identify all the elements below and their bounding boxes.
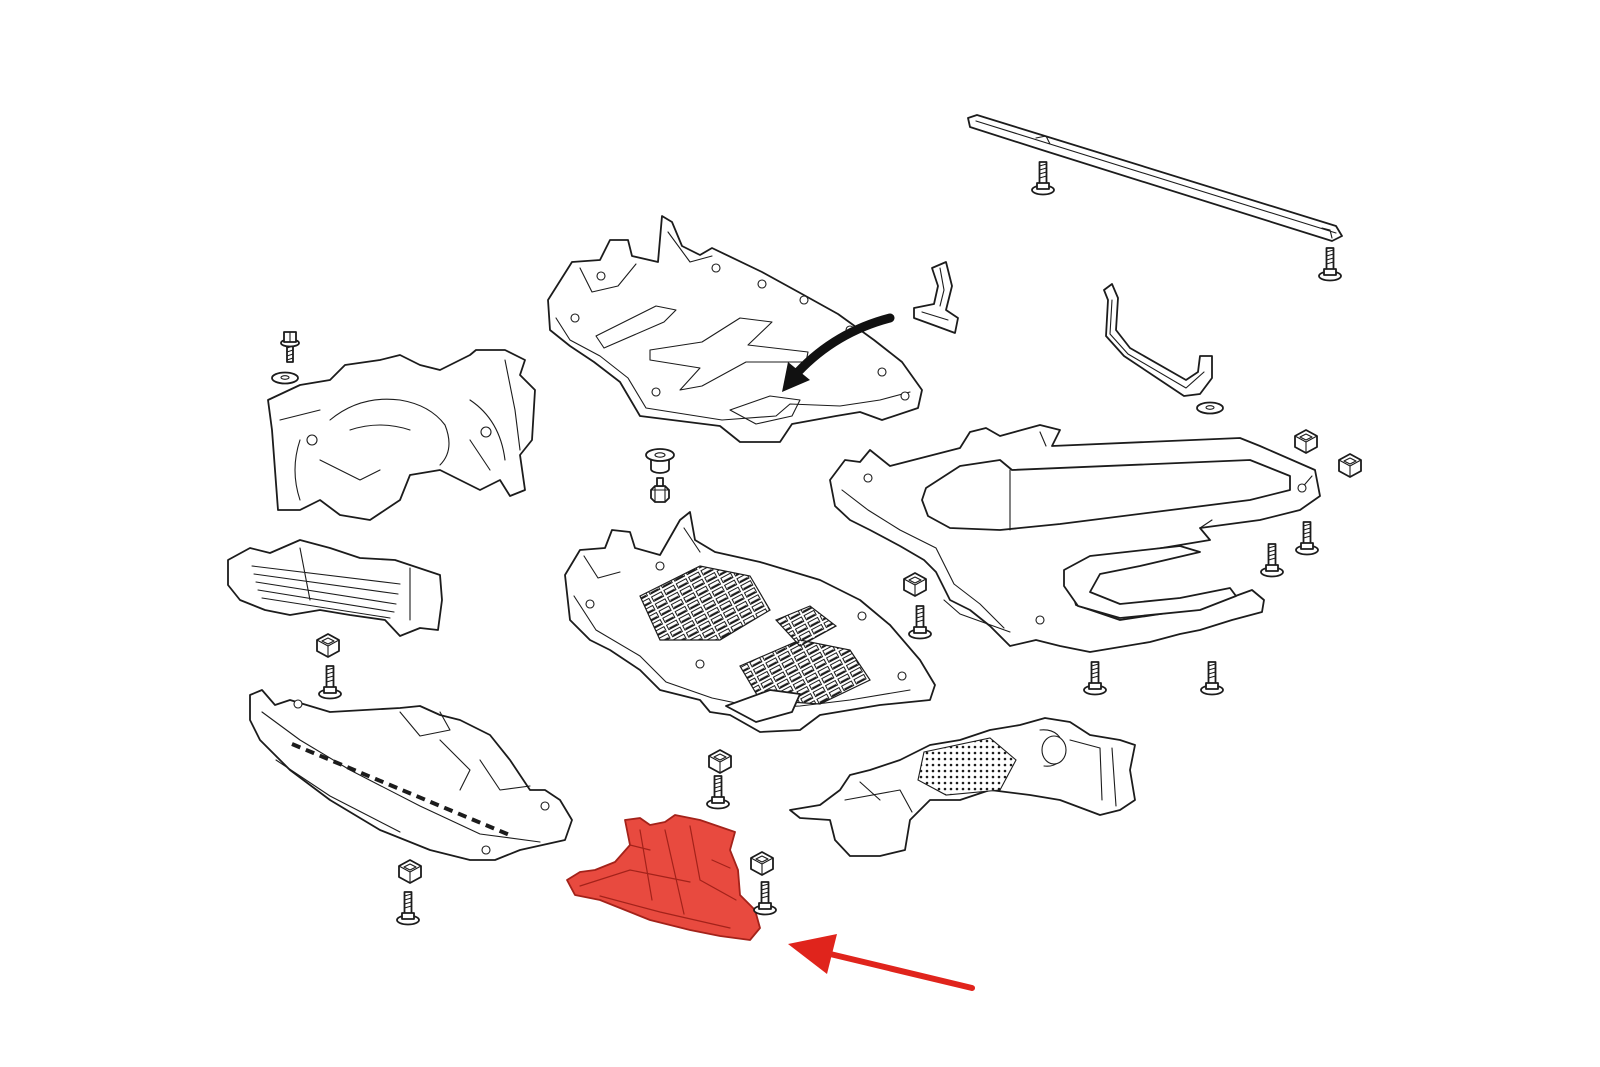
mount-hole [1035, 615, 1045, 625]
small-mount-bracket [913, 261, 959, 334]
strap-bracket [1103, 283, 1213, 397]
left-middle-duct-outline [227, 539, 443, 637]
left-lower-front-panel-outline [249, 689, 573, 861]
mount-hole [480, 426, 492, 438]
mount-hole [570, 313, 580, 323]
highlighted-splash-shield [566, 814, 761, 941]
strap-bracket-outline [1103, 283, 1213, 397]
clip-nut-icon [316, 633, 340, 658]
strap-bracket-detail [1109, 299, 1205, 389]
cross-strut-bar-detail [975, 120, 1337, 239]
mount-hole [877, 367, 887, 377]
right-lower-duct-port [1041, 735, 1067, 765]
mount-hole [857, 611, 867, 621]
right-frame-panel-lower-cutout [1063, 545, 1237, 619]
pointer-arrow-head [782, 362, 810, 392]
left-upper-housing [267, 349, 536, 521]
upper-center-shield-holes [570, 263, 910, 401]
mount-hole [757, 279, 767, 289]
center-ribbed-shield-ribs [639, 565, 771, 641]
right-frame-panel-cutout [921, 459, 1291, 531]
clip-nut-icon [1338, 453, 1362, 478]
highlighted-splash-shield-detail [579, 825, 737, 929]
upper-center-shield-outline [547, 215, 923, 443]
clip-nut-icon [903, 572, 927, 597]
mount-hole [655, 561, 665, 571]
mount-hole [293, 699, 303, 709]
grommet-icon [645, 448, 675, 474]
left-lower-front-panel-detail [261, 711, 541, 843]
mount-hole [695, 659, 705, 669]
callout-arrow [788, 934, 975, 991]
clip-nut-icon [750, 851, 774, 876]
right-frame-panel [829, 424, 1321, 653]
clip-nut-icon [398, 859, 422, 884]
mount-hole [900, 391, 910, 401]
washer-icon [271, 371, 299, 385]
pointer-arrow-shaft [793, 313, 895, 377]
mount-hole [306, 434, 318, 446]
left-lower-front-panel-slots [291, 742, 513, 838]
center-ribbed-shield [564, 511, 936, 733]
left-lower-front-panel [249, 689, 573, 861]
mount-hole [585, 599, 595, 609]
mount-hole [897, 671, 907, 681]
clip-nut-icon [708, 749, 732, 774]
mount-hole [1297, 483, 1307, 493]
right-frame-panel-flange [841, 431, 1313, 633]
mount-hole [596, 271, 606, 281]
center-ribbed-shield-ribs-small [774, 605, 838, 647]
mount-hole [651, 387, 661, 397]
mount-hole [711, 263, 721, 273]
highlighted-splash-shield-outline [566, 814, 761, 941]
callout-arrow-shaft [823, 950, 975, 991]
small-mount-bracket-outline [913, 261, 959, 334]
upper-center-shield-inner-edge [555, 231, 911, 421]
mount-hole [799, 295, 809, 305]
small-mount-bracket-detail [921, 267, 949, 321]
right-lower-duct [789, 717, 1136, 857]
center-ribbed-shield-bracket [725, 689, 801, 723]
pointer-arrow [782, 313, 895, 392]
mount-hole [481, 845, 491, 855]
left-upper-housing-outline [267, 349, 536, 521]
left-middle-duct [227, 539, 443, 637]
mount-hole [863, 473, 873, 483]
cross-strut-bar [967, 114, 1343, 242]
callout-arrow-head [788, 934, 837, 974]
left-middle-duct-ribs [251, 547, 411, 621]
right-lower-duct-mesh [917, 737, 1017, 796]
clip-nut-icon [1294, 429, 1318, 454]
upper-center-shield [547, 215, 923, 443]
center-ribbed-shield-inner-edge [573, 527, 911, 709]
upper-center-shield-bracket [595, 305, 801, 425]
cross-strut-bar-outline [967, 114, 1343, 242]
washer-icon [1196, 401, 1224, 415]
left-upper-housing-detail [279, 359, 521, 501]
mount-hole [540, 801, 550, 811]
